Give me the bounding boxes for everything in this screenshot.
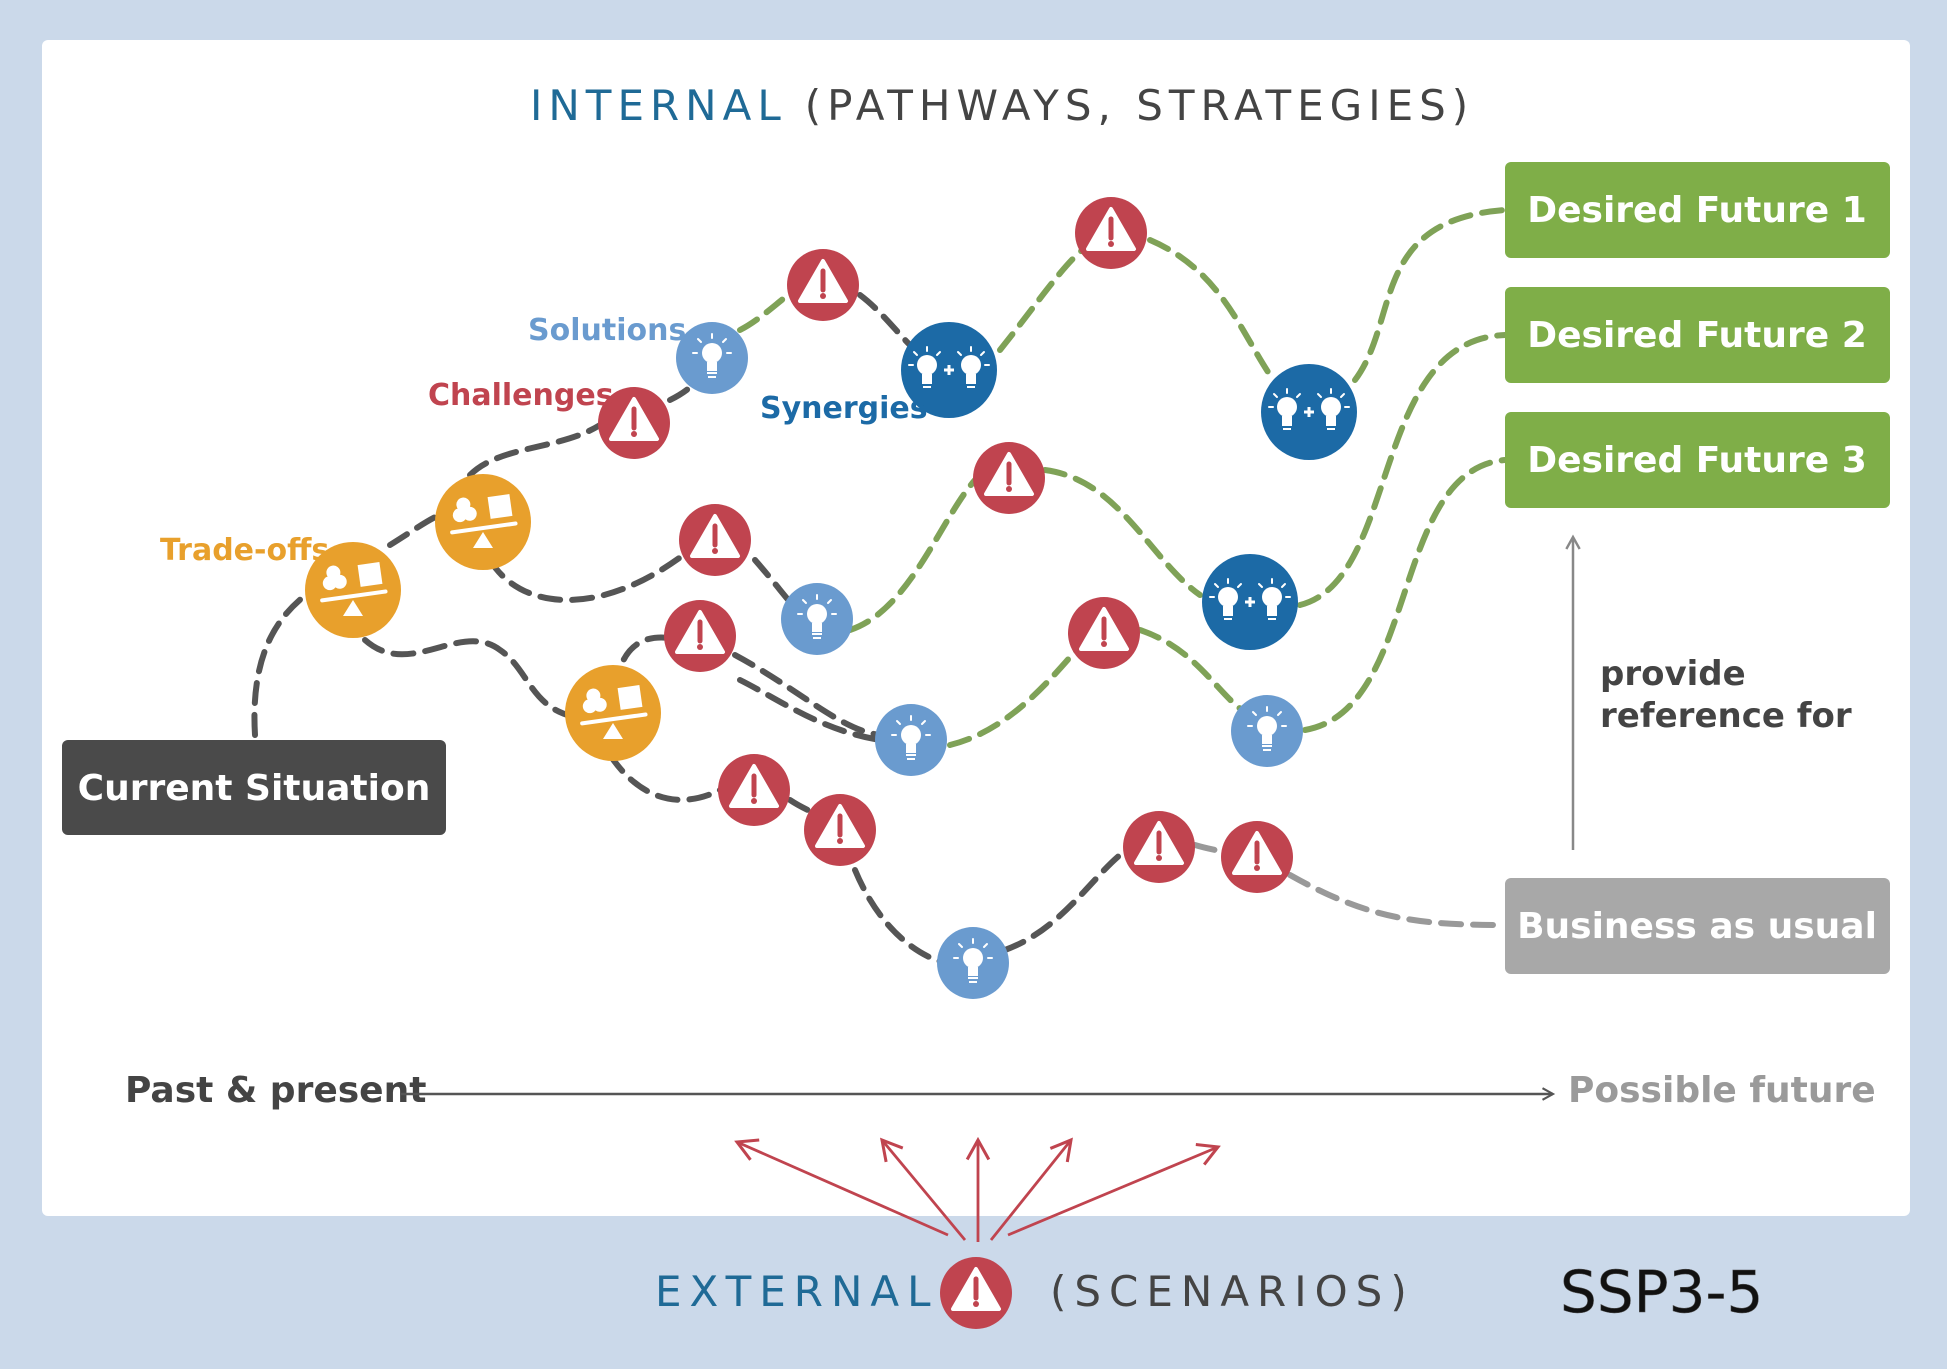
solution-icon [874,703,948,777]
solutions-label: Solutions [528,313,686,348]
external-subtitle: (SCENARIOS) [1050,1267,1415,1316]
synergy-icon [1200,552,1300,652]
current-situation-label: Current Situation [78,768,431,809]
path-top-c [857,292,913,348]
challenges-label: Challenges [428,378,614,413]
desired-future-1-box: Desired Future 1 [1505,162,1890,258]
path-mid-challenge-to-solution [737,677,883,743]
challenge-icon [804,794,876,866]
timeline-past-label: Past & present [125,1070,426,1111]
internal-heading: INTERNAL (PATHWAYS, STRATEGIES) [530,81,1474,130]
challenge-icon [973,442,1045,514]
desired-future-3-box: Desired Future 3 [1505,412,1890,508]
external-arrow [880,1137,967,1241]
timeline-future-label: Possible future [1568,1070,1876,1111]
path-mid-d [1297,332,1508,608]
challenge-icon [1068,597,1140,669]
external-arrow [989,1137,1073,1241]
path-mid-a [752,557,823,628]
solution-icon [1230,694,1304,768]
path-bau-b [1192,842,1228,855]
desired-future-2-box: Desired Future 2 [1505,287,1890,383]
internal-subtitle: (PATHWAYS, STRATEGIES) [805,81,1474,130]
synergies-label: Synergies [760,391,928,426]
path-tradeoff2-to-challenge-mid [487,547,693,603]
challenge-icon [718,754,790,826]
current-situation-box: Current Situation [62,740,446,835]
solution-icon [780,582,854,656]
tradeoff-icon [433,472,533,572]
solution-icon [675,321,749,395]
solution-icon [936,926,1010,1000]
tradeoff-icon [563,663,663,763]
external-arrows [734,1136,1221,1242]
path-mid-b [847,477,978,633]
challenge-icon [1075,197,1147,269]
path-bau-c [1287,872,1508,928]
path-tradeoff3-to-challenge-low [607,752,723,803]
path-top-f [1352,207,1508,383]
challenge-icon [1221,821,1293,893]
challenge-icon [1123,811,1195,883]
path-mid-c [1042,467,1203,598]
reference-label-line1: provide [1600,654,1746,694]
path-current-to-tradeoff [251,582,323,738]
path-tradeoff2-to-challenge [467,422,603,478]
path-top-e [1147,237,1273,378]
challenge-icon [787,249,859,321]
path-tradeoff-to-tradeoff3 [362,637,583,721]
reference-label-line2: reference for [1600,696,1852,736]
scenario-tag: SSP3-5 [1560,1258,1763,1326]
external-arrow [734,1138,949,1237]
desired-future-2-label: Desired Future 2 [1527,315,1867,356]
path-bau-a [1002,852,1123,953]
external-label: EXTERNAL [655,1267,939,1316]
internal-label: INTERNAL [530,81,787,130]
path-low-a [732,652,883,738]
desired-future-1-label: Desired Future 1 [1527,190,1867,231]
synergy-icon [1259,362,1359,462]
external-challenge-icon [940,1257,1012,1329]
desired-future-3-label: Desired Future 3 [1527,440,1867,481]
path-low-d [1302,457,1508,733]
external-arrow [1007,1143,1221,1237]
challenge-icon [664,600,736,672]
path-low-b [947,637,1088,748]
business-as-usual-box: Business as usual [1505,878,1890,974]
challenge-icon [679,504,751,576]
business-as-usual-label: Business as usual [1517,906,1877,947]
tradeoffs-label: Trade-offs [160,533,329,568]
